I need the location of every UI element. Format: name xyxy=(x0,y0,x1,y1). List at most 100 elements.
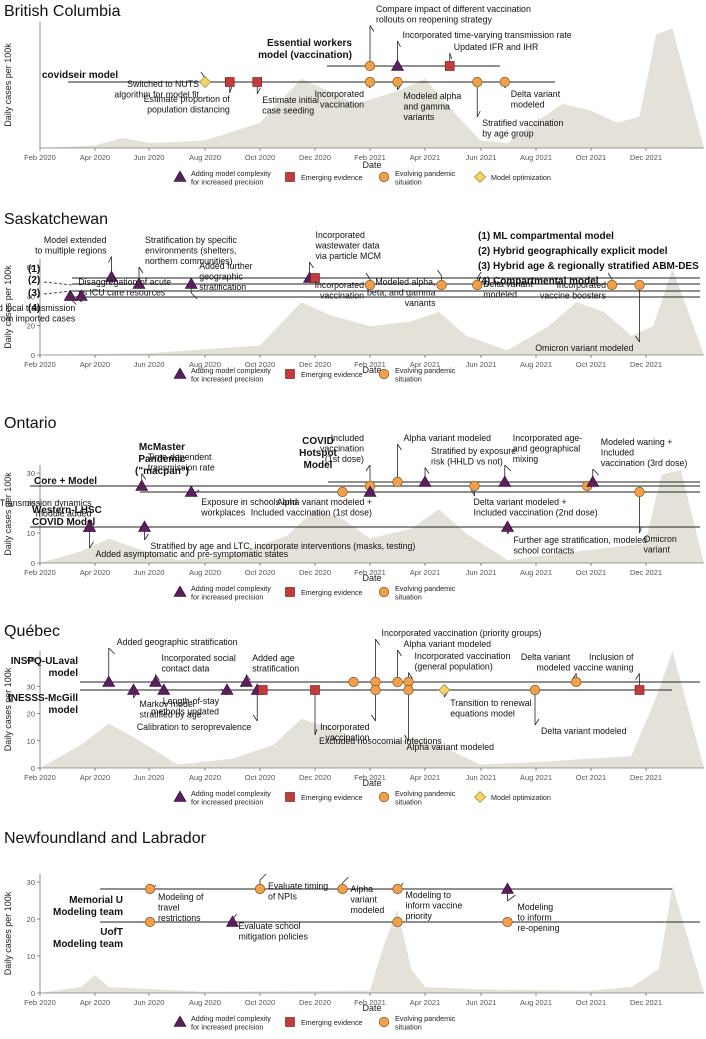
connector xyxy=(43,290,73,295)
y-tick-label: 10 xyxy=(27,529,35,538)
x-tick-label: Dec 2021 xyxy=(630,360,662,369)
y-tick-label: 40 xyxy=(27,292,35,301)
optimization-marker xyxy=(199,76,211,88)
x-tick-label: Jun 2021 xyxy=(466,360,497,369)
y-tick-label: 40 xyxy=(27,655,35,664)
x-tick-label: Apr 2021 xyxy=(410,773,440,782)
situation-marker xyxy=(606,279,618,291)
event-leader xyxy=(504,464,512,472)
x-tick-label: Aug 2021 xyxy=(520,568,552,577)
y-tick-label: 0 xyxy=(31,559,35,568)
x-tick-label: Jun 2020 xyxy=(134,153,165,162)
complexity-marker xyxy=(586,475,600,487)
complexity-marker xyxy=(418,475,432,487)
model-label: covidseir model xyxy=(42,70,118,81)
complexity-marker xyxy=(500,882,515,894)
x-tick-label: Jun 2020 xyxy=(134,360,165,369)
x-axis-title: Date xyxy=(362,778,381,788)
x-tick-label: Oct 2021 xyxy=(576,360,606,369)
event-leader xyxy=(108,647,116,655)
event-leader xyxy=(229,86,233,94)
complexity-marker xyxy=(104,270,119,282)
y-axis-title: Daily cases per 100k xyxy=(3,891,13,975)
y-tick-label: 0 xyxy=(31,764,35,773)
event-label: Alpha variant modeled xyxy=(404,433,492,443)
situation-marker xyxy=(348,676,359,688)
x-tick-label: Dec 2021 xyxy=(630,998,662,1007)
x-tick-label: Aug 2020 xyxy=(189,568,221,577)
situation-marker xyxy=(364,76,376,88)
event-leader xyxy=(369,25,375,32)
x-tick-label: Feb 2021 xyxy=(354,153,386,162)
y-tick-label: 20 xyxy=(27,322,35,331)
legend-label-evidence: Emerging evidence xyxy=(301,370,363,379)
event-leader xyxy=(89,541,94,549)
legend-label-optimization: Model optimization xyxy=(491,173,551,182)
event-leader xyxy=(371,714,376,722)
situation-marker xyxy=(634,279,645,291)
situation-marker xyxy=(469,480,480,492)
event-leader xyxy=(635,673,640,680)
x-axis-title: Date xyxy=(362,160,381,170)
event-leader xyxy=(365,272,371,280)
model-legend-list: (1) ML compartmental model(2) Hybrid geo… xyxy=(478,231,699,287)
situation-marker xyxy=(378,1016,390,1028)
event-leader xyxy=(108,256,112,263)
x-tick-label: Aug 2021 xyxy=(520,998,552,1007)
event-leader xyxy=(607,272,613,280)
situation-marker xyxy=(378,368,390,380)
event-leader xyxy=(245,674,251,681)
x-tick-label: Dec 2020 xyxy=(299,568,331,577)
x-tick-label: Apr 2020 xyxy=(80,773,110,782)
y-tick-label: 20 xyxy=(27,915,35,924)
legend-label-evidence: Emerging evidence xyxy=(301,1018,363,1027)
event-leader xyxy=(404,734,409,742)
x-tick-label: Apr 2021 xyxy=(410,360,440,369)
event-leader xyxy=(256,87,261,95)
complexity-marker xyxy=(500,520,515,532)
situation-marker xyxy=(337,883,348,895)
x-tick-label: Dec 2021 xyxy=(630,773,662,782)
x-tick-label: Oct 2020 xyxy=(245,360,275,369)
x-tick-label: Feb 2020 xyxy=(24,998,56,1007)
event-label: Delta variant modeled +Included vaccinat… xyxy=(474,497,598,518)
evidence-marker xyxy=(252,77,263,87)
x-tick-label: Jun 2020 xyxy=(134,998,165,1007)
complexity-marker xyxy=(173,1015,187,1027)
y-tick-label: 0 xyxy=(31,989,35,998)
x-tick-label: Apr 2020 xyxy=(80,998,110,1007)
x-tick-label: Apr 2021 xyxy=(410,998,440,1007)
panel-title: Saskatchewan xyxy=(4,211,108,228)
